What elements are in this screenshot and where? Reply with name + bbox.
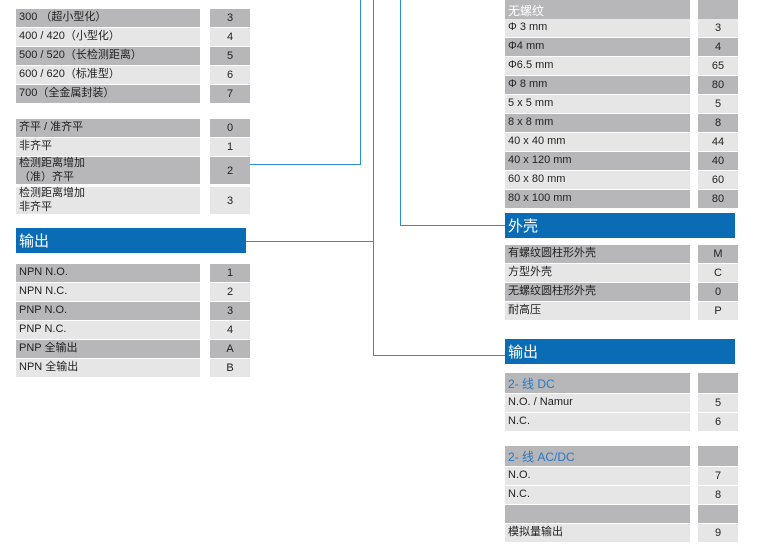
output-header: 输出 bbox=[16, 228, 246, 253]
size-row: Φ4 mm bbox=[505, 38, 690, 56]
dc-code: 6 bbox=[698, 413, 738, 431]
mounting-row: 非齐平 bbox=[16, 138, 200, 156]
acdc-code bbox=[698, 505, 738, 523]
dc-row: N.O. / Namur bbox=[505, 394, 690, 412]
connector-line bbox=[400, 225, 505, 226]
mounting-code: 3 bbox=[210, 187, 250, 214]
range-row: 300 （超小型化） bbox=[16, 9, 200, 27]
size-code: 5 bbox=[698, 95, 738, 113]
range-row: 400 / 420（小型化） bbox=[16, 28, 200, 46]
housing-row: 耐高压 bbox=[505, 302, 690, 320]
mounting-code: 0 bbox=[210, 119, 250, 137]
housing-code: 0 bbox=[698, 283, 738, 301]
output-row: NPN N.O. bbox=[16, 264, 200, 282]
output-header-right: 输出 bbox=[505, 339, 735, 364]
output-row: NPN N.C. bbox=[16, 283, 200, 301]
acdc-code: 7 bbox=[698, 467, 738, 485]
size-row: 40 x 40 mm bbox=[505, 133, 690, 151]
output-row: PNP 全输出 bbox=[16, 340, 200, 358]
size-code: 8 bbox=[698, 114, 738, 132]
housing-row: 方型外壳 bbox=[505, 264, 690, 282]
size-code: 44 bbox=[698, 133, 738, 151]
output-row: NPN 全输出 bbox=[16, 359, 200, 377]
acdc-row: N.O. bbox=[505, 467, 690, 485]
unthreaded-code-header bbox=[698, 0, 738, 20]
dc-code: 5 bbox=[698, 394, 738, 412]
size-row: 80 x 100 mm bbox=[505, 190, 690, 208]
connector-line bbox=[246, 241, 374, 242]
size-code: 65 bbox=[698, 57, 738, 75]
acdc-row: N.C. bbox=[505, 486, 690, 504]
housing-row: 有螺纹圆柱形外壳 bbox=[505, 245, 690, 263]
acdc-code: 8 bbox=[698, 486, 738, 504]
acdc-code-header bbox=[698, 446, 738, 466]
range-code: 3 bbox=[210, 9, 250, 27]
range-code: 7 bbox=[210, 85, 250, 103]
output-code: B bbox=[210, 359, 250, 377]
output-row: PNP N.C. bbox=[16, 321, 200, 339]
output-row: PNP N.O. bbox=[16, 302, 200, 320]
mounting-row: 齐平 / 准齐平 bbox=[16, 119, 200, 137]
mounting-row: 检测距离增加 （准）齐平 bbox=[16, 157, 200, 184]
dc-row: N.C. bbox=[505, 413, 690, 431]
housing-code: P bbox=[698, 302, 738, 320]
range-code: 4 bbox=[210, 28, 250, 46]
output-code: 2 bbox=[210, 283, 250, 301]
output-code: 1 bbox=[210, 264, 250, 282]
dc-subheader: 2- 线 DC bbox=[505, 373, 690, 393]
output-code: 3 bbox=[210, 302, 250, 320]
dc-code-header bbox=[698, 373, 738, 393]
housing-header: 外壳 bbox=[505, 213, 735, 238]
mounting-code: 1 bbox=[210, 138, 250, 156]
size-row: 40 x 120 mm bbox=[505, 152, 690, 170]
size-row: 60 x 80 mm bbox=[505, 171, 690, 189]
connector-line bbox=[246, 164, 361, 165]
range-row: 500 / 520（长检测距离） bbox=[16, 47, 200, 65]
size-row: 5 x 5 mm bbox=[505, 95, 690, 113]
mounting-row: 检测距离增加 非齐平 bbox=[16, 187, 200, 214]
housing-row: 无螺纹圆柱形外壳 bbox=[505, 283, 690, 301]
range-code: 5 bbox=[210, 47, 250, 65]
acdc-row: 模拟量输出 bbox=[505, 524, 690, 542]
acdc-subheader: 2- 线 AC/DC bbox=[505, 446, 690, 466]
size-code: 4 bbox=[698, 38, 738, 56]
size-code: 80 bbox=[698, 190, 738, 208]
connector-line bbox=[373, 0, 374, 356]
size-code: 60 bbox=[698, 171, 738, 189]
size-row: Φ 3 mm bbox=[505, 19, 690, 37]
size-code: 80 bbox=[698, 76, 738, 94]
size-row: 8 x 8 mm bbox=[505, 114, 690, 132]
output-code: 4 bbox=[210, 321, 250, 339]
range-row: 700（全金属封装） bbox=[16, 85, 200, 103]
range-code: 6 bbox=[210, 66, 250, 84]
acdc-row bbox=[505, 505, 690, 523]
connector-line bbox=[360, 0, 361, 165]
acdc-code: 9 bbox=[698, 524, 738, 542]
range-row: 600 / 620（标准型） bbox=[16, 66, 200, 84]
connector-line bbox=[373, 355, 505, 356]
housing-code: C bbox=[698, 264, 738, 282]
connector-line bbox=[400, 0, 401, 226]
size-row: Φ6.5 mm bbox=[505, 57, 690, 75]
output-code: A bbox=[210, 340, 250, 358]
size-code: 40 bbox=[698, 152, 738, 170]
unthreaded-header: 无螺纹 bbox=[505, 0, 690, 20]
housing-code: M bbox=[698, 245, 738, 263]
mounting-code: 2 bbox=[210, 157, 250, 184]
size-row: Φ 8 mm bbox=[505, 76, 690, 94]
size-code: 3 bbox=[698, 19, 738, 37]
